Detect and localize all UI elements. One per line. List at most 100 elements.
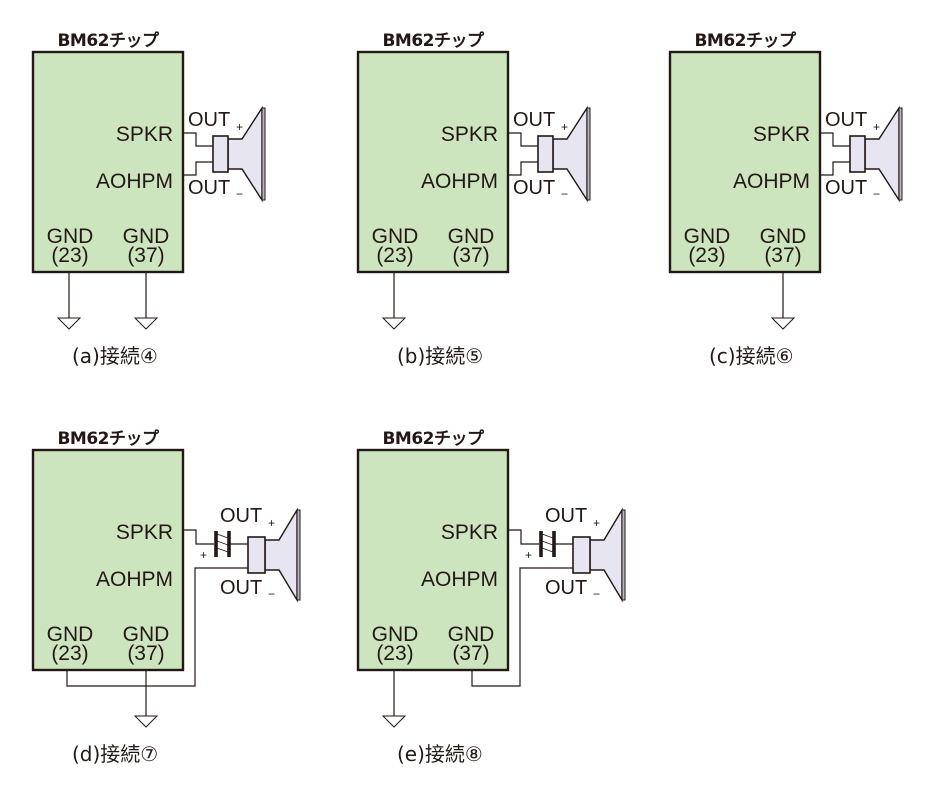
pin-label-gnd37-number: (37) <box>452 642 489 665</box>
pin-label-gnd23-number: (23) <box>688 244 725 267</box>
chip-body <box>356 448 510 672</box>
speaker-out-plus-label: OUT <box>545 505 587 527</box>
speaker-rim <box>621 509 626 601</box>
wire-aohpm-to-speaker <box>820 161 850 176</box>
wire-aohpm-to-speaker <box>508 161 538 176</box>
speaker-out-minus-sub: − <box>873 187 880 201</box>
capacitor-hatch <box>216 547 229 553</box>
pin-label-spkr: SPKR <box>116 521 173 544</box>
pin-label-aohpm: AOHPM <box>96 568 173 591</box>
chip-body <box>668 50 822 274</box>
wire-spkr-to-capacitor <box>508 529 539 545</box>
speaker-cone <box>227 105 263 203</box>
pin-label-gnd37-number: (37) <box>764 244 801 267</box>
pin-label-gnd23: GND <box>372 623 419 646</box>
pin-label-gnd23: GND <box>47 623 94 646</box>
pin-label-aohpm: AOHPM <box>96 170 173 193</box>
speaker-out-plus-sub: + <box>268 516 275 530</box>
pin-label-spkr: SPKR <box>753 123 810 146</box>
pin-label-gnd23-number: (23) <box>51 244 88 267</box>
capacitor-hatch <box>541 540 554 546</box>
pin-label-gnd23-number: (23) <box>376 642 413 665</box>
speaker-out-minus-sub: − <box>593 587 600 601</box>
speaker-rim <box>898 107 903 201</box>
pin-label-gnd37: GND <box>448 623 495 646</box>
pin-label-spkr: SPKR <box>441 521 498 544</box>
speaker-cone <box>864 105 900 203</box>
ground-symbol-icon <box>381 317 407 330</box>
chip-body <box>356 50 510 274</box>
ground-symbol-icon <box>56 317 82 330</box>
pin-label-gnd23: GND <box>47 225 94 248</box>
speaker-out-plus-sub: + <box>873 120 880 134</box>
pin-label-gnd23: GND <box>372 225 419 248</box>
pin-label-aohpm: AOHPM <box>733 170 810 193</box>
chip-title: BM62チップ <box>57 428 160 449</box>
speaker-out-minus-label: OUT <box>513 177 555 199</box>
speaker-out-plus-sub: + <box>236 120 243 134</box>
capacitor-hatch <box>541 547 554 553</box>
capacitor-polarity-label: + <box>200 548 207 562</box>
speaker-out-plus-label: OUT <box>188 109 230 131</box>
chip-body <box>31 448 185 672</box>
speaker-icon <box>537 105 591 203</box>
wire-spkr-to-speaker <box>183 132 213 147</box>
speaker-icon <box>212 105 266 203</box>
wire-spkr-to-capacitor <box>183 529 214 545</box>
speaker-rim <box>261 107 266 201</box>
pin-label-aohpm: AOHPM <box>421 568 498 591</box>
wire-aohpm-to-speaker <box>183 161 213 176</box>
panel-d: BM62チップSPKRAOHPMGND(23)GND(37)OUT+OUT−+(… <box>31 428 301 766</box>
speaker-icon <box>572 507 626 603</box>
panel-a: BM62チップSPKRAOHPMGND(23)GND(37)OUT+OUT−(a… <box>31 30 266 368</box>
pin-label-gnd23-number: (23) <box>376 244 413 267</box>
speaker-rim <box>586 107 591 201</box>
speaker-out-plus-sub: + <box>561 120 568 134</box>
capacitor-polarity-label: + <box>525 548 532 562</box>
ground-symbol-icon <box>133 715 159 728</box>
speaker-out-plus-sub: + <box>593 516 600 530</box>
capacitor-hatch <box>216 533 229 539</box>
panel-c: BM62チップSPKRAOHPMGND(23)GND(37)OUT+OUT−(c… <box>668 30 903 368</box>
speaker-out-plus-label: OUT <box>513 109 555 131</box>
speaker-icon <box>247 507 301 603</box>
pin-label-gnd23-number: (23) <box>51 642 88 665</box>
speaker-magnet <box>849 135 866 173</box>
speaker-magnet <box>212 135 229 173</box>
chip-title: BM62チップ <box>57 30 160 51</box>
pin-label-gnd37: GND <box>123 225 170 248</box>
capacitor-hatch <box>216 540 229 546</box>
panel-caption: (b)接続⑤ <box>397 344 483 368</box>
speaker-rim <box>296 509 301 601</box>
capacitor-icon <box>214 531 231 557</box>
pin-label-gnd37-number: (37) <box>452 244 489 267</box>
chip-body <box>31 50 185 274</box>
speaker-out-plus-label: OUT <box>220 505 262 527</box>
speaker-magnet <box>537 135 554 173</box>
pin-label-gnd37: GND <box>123 623 170 646</box>
pin-label-spkr: SPKR <box>116 123 173 146</box>
panel-caption: (e)接続⑧ <box>397 742 483 766</box>
speaker-magnet <box>247 536 266 574</box>
capacitor-icon <box>539 531 556 557</box>
speaker-out-minus-label: OUT <box>188 177 230 199</box>
pin-label-aohpm: AOHPM <box>421 170 498 193</box>
panel-caption: (d)接続⑦ <box>72 742 158 766</box>
chip-title: BM62チップ <box>694 30 797 51</box>
speaker-icon <box>849 105 903 203</box>
wire-spkr-to-speaker <box>820 132 850 147</box>
speaker-out-minus-sub: − <box>268 587 275 601</box>
speaker-out-minus-label: OUT <box>545 577 587 599</box>
speaker-out-minus-sub: − <box>561 187 568 201</box>
speaker-out-plus-label: OUT <box>825 109 867 131</box>
speaker-out-minus-label: OUT <box>220 577 262 599</box>
chip-title: BM62チップ <box>382 428 485 449</box>
ground-symbol-icon <box>770 317 796 330</box>
wire-gnd-bus-to-speaker-minus <box>66 567 248 687</box>
panel-caption: (a)接続④ <box>72 344 158 368</box>
ground-symbol-icon <box>381 715 407 728</box>
wire-spkr-to-speaker <box>508 132 538 147</box>
speaker-magnet <box>572 536 591 574</box>
speaker-out-minus-label: OUT <box>825 177 867 199</box>
